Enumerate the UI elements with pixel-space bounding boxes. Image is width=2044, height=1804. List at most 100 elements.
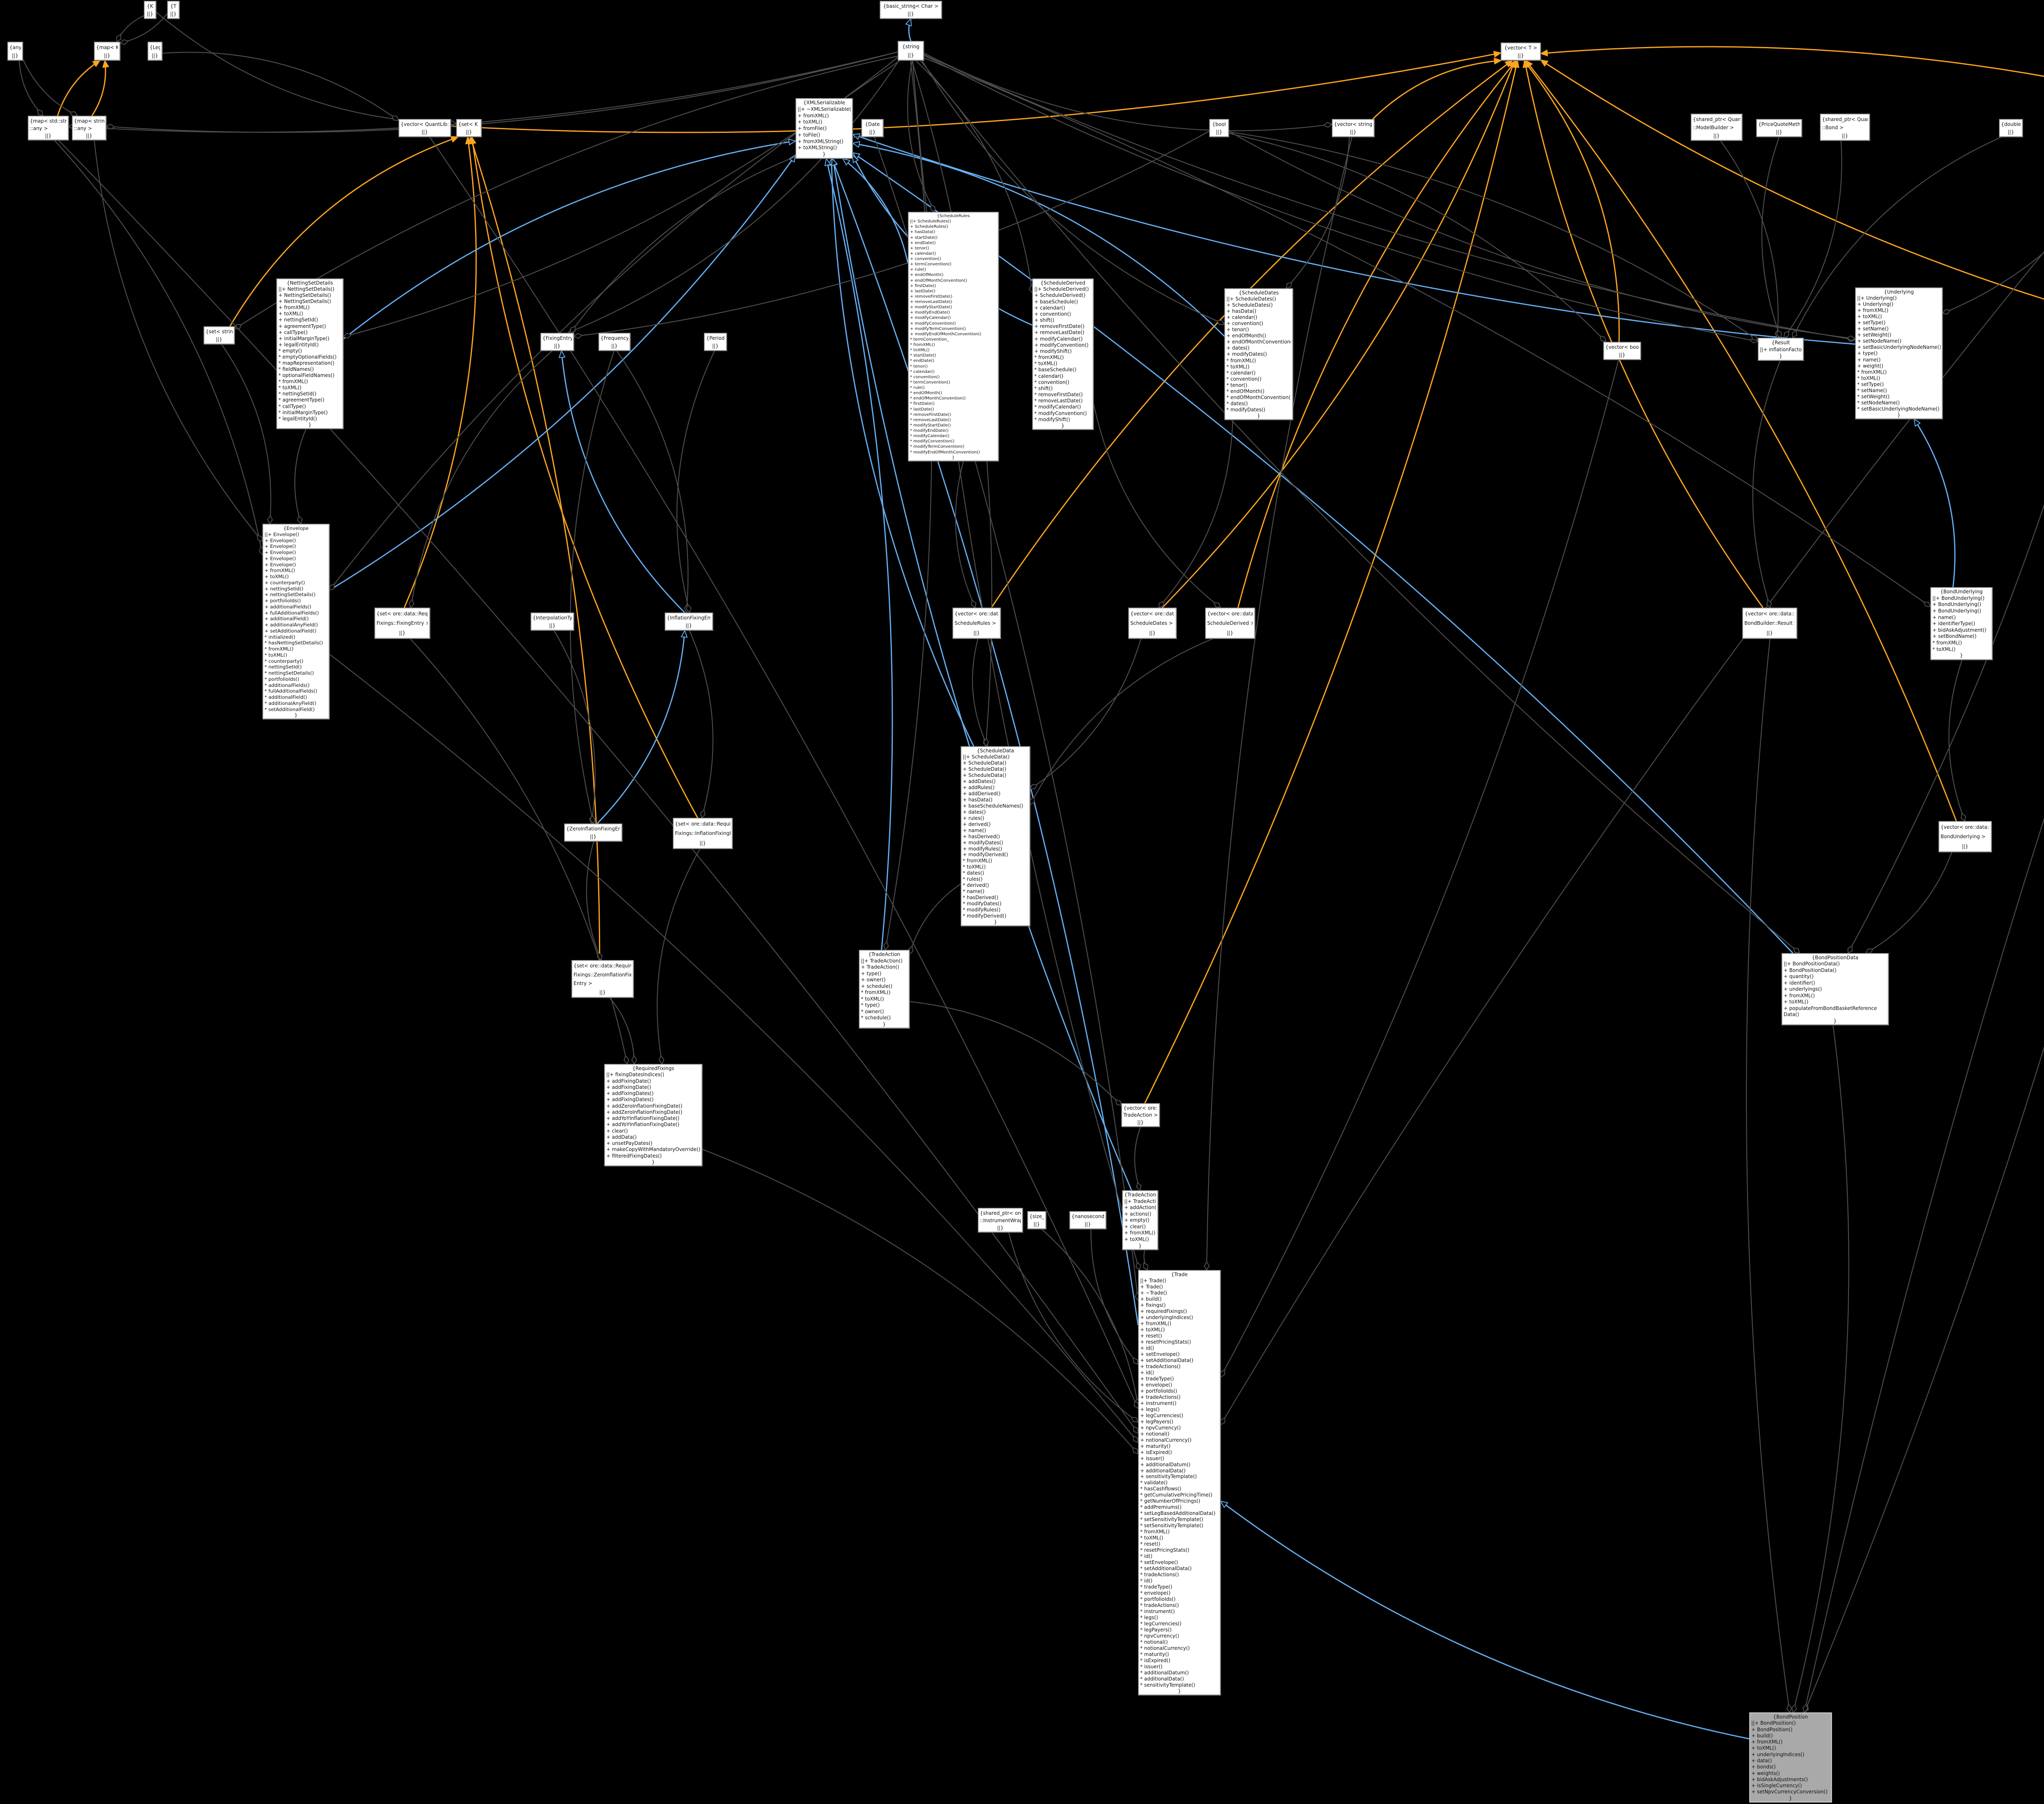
class-node-ScheduleDerived[interactable]: {ScheduleDerived||+ ScheduleDerived()+ S…	[1032, 278, 1094, 430]
class-node-title: ||}	[1842, 133, 1848, 139]
class-node-BondUnderlying[interactable]: {BondUnderlying||+ BondUnderlying()+ Bon…	[1930, 587, 1992, 660]
class-node-string[interactable]: {string||}	[898, 41, 924, 61]
class-node-shared_ptr_Bond[interactable]: {shared_ptr< QuantLib::Bond >||}	[1820, 114, 1870, 141]
class-node-shared_ptr_InstrumentWrapper[interactable]: {shared_ptr< ore::data::InstrumentWrappe…	[978, 1208, 1023, 1232]
class-node-title: ||}	[599, 989, 606, 995]
class-node-map_KT[interactable]: {map< K, T >||}	[94, 42, 120, 61]
class-node-BondPosition[interactable]: {BondPosition||+ BondPosition()+ BondPos…	[1749, 1712, 1832, 1802]
class-node-set_FixingEntry[interactable]: {set< ore::data::RequiredFixings::Fixing…	[374, 608, 430, 639]
class-member: * getCumulativePricingTime()	[1140, 1492, 1213, 1498]
class-member: + initialMarginType()	[278, 335, 329, 341]
class-node-vector_ScheduleDerived[interactable]: {vector< ore::data::ScheduleDerived >||}	[1205, 608, 1255, 639]
class-node-Trade[interactable]: {Trade||+ Trade()+ Trade()+ ~Trade()+ bu…	[1138, 1270, 1221, 1695]
class-node-ScheduleData[interactable]: {ScheduleData||+ ScheduleData()+ Schedul…	[961, 746, 1030, 926]
class-member: * derived()	[963, 882, 989, 889]
class-node-set_InflationFixingEntry[interactable]: {set< ore::data::RequiredFixings::Inflat…	[673, 818, 733, 849]
aggregation-diamond	[119, 39, 129, 45]
class-node-InterpolationType[interactable]: {InterpolationType||}	[531, 613, 574, 631]
class-node-Period[interactable]: {Period||}	[704, 333, 727, 351]
inheritance-arrowhead	[852, 141, 861, 148]
class-node-set_string[interactable]: {set< string >||}	[204, 326, 235, 344]
class-node-vector_QLLeg[interactable]: {vector< QuantLib::Leg >||}	[399, 119, 451, 137]
class-member: * addPremiums()	[1140, 1504, 1182, 1510]
class-node-TradeAction[interactable]: {TradeAction||+ TradeAction()+ TradeActi…	[859, 950, 910, 1028]
class-node-title: {vector< QuantLib::Leg >	[401, 121, 449, 127]
class-node-vector_BondBuilderResult[interactable]: {vector< ore::data::BondBuilder::Result …	[1742, 608, 1797, 639]
class-member: + rules()	[963, 815, 984, 821]
edge-inheritance	[852, 142, 1225, 337]
class-node-title: ||}	[869, 129, 876, 135]
class-member: * modifyTermConvention()	[910, 444, 965, 449]
class-node-Frequency[interactable]: {Frequency||}	[598, 333, 630, 351]
class-member: + removeLastDate()	[910, 300, 953, 304]
aggregation-diamond	[1132, 1447, 1139, 1454]
class-node-FixingEntry[interactable]: {FixingEntry||}	[540, 333, 574, 351]
class-node-ScheduleDates[interactable]: {ScheduleDates||+ ScheduleDates()+ Sched…	[1224, 288, 1293, 420]
class-node-Leg[interactable]: {Leg||}	[148, 42, 162, 61]
class-member: + BondUnderlying()	[1932, 608, 1981, 614]
class-node-TradeActions[interactable]: {TradeActions||+ TradeActions()+ addActi…	[1122, 1190, 1158, 1250]
class-node-map_string_any[interactable]: {map< string, boost::any >||}	[72, 116, 106, 140]
edge-template	[471, 137, 698, 818]
class-node-vector_ScheduleDates[interactable]: {vector< ore::data::ScheduleDates >||}	[1128, 608, 1177, 639]
class-node-vector_bool[interactable]: {vector< bool >||}	[1603, 342, 1641, 360]
class-member: + ScheduleData()	[963, 772, 1006, 778]
class-node-title: }	[1257, 413, 1260, 419]
class-node-Envelope[interactable]: {Envelope||+ Envelope()+ Envelope()+ Env…	[262, 524, 329, 719]
class-member: * toXML()	[910, 348, 930, 353]
edge-usage	[1158, 420, 1233, 608]
class-node-nanosecond_type[interactable]: {nanosecond_type||}	[1069, 1211, 1106, 1229]
class-member: * initialMarginType()	[278, 409, 328, 415]
class-node-BondPositionData[interactable]: {BondPositionData||+ BondPositionData()+…	[1782, 953, 1889, 1025]
aggregation-diamond	[1766, 599, 1772, 608]
class-node-vector_string[interactable]: {vector< string >||}	[1332, 119, 1374, 137]
class-node-T[interactable]: {T||}	[167, 1, 179, 19]
class-node-ScheduleRules[interactable]: {ScheduleRules||+ ScheduleRules()+ Sched…	[908, 212, 999, 461]
class-node-title: {vector< ore::data::	[1744, 611, 1795, 617]
edge-inheritance	[843, 158, 909, 264]
edge-usage	[1792, 136, 2002, 338]
class-node-vector_BondUnderlying[interactable]: {vector< ore::data::BondUnderlying >||}	[1939, 821, 1992, 852]
edge-usage	[1784, 140, 1842, 338]
class-member: + additionalAnyField()	[264, 622, 318, 628]
class-node-PriceQuoteMethod[interactable]: {PriceQuoteMethod||}	[1756, 119, 1802, 137]
class-member: * fromXML()	[1140, 1529, 1170, 1535]
edge-usage	[1804, 1046, 2044, 1713]
class-node-bool[interactable]: {bool||}	[1209, 119, 1229, 137]
class-member: * setEnvelope()	[1140, 1559, 1178, 1566]
class-node-shared_ptr_ModelBuilder[interactable]: {shared_ptr< QuantExt::ModelBuilder >||}	[1691, 114, 1742, 141]
class-member: + populateFromBondBasketReference	[1784, 1005, 1877, 1011]
class-node-double[interactable]: {double||}	[1999, 119, 2023, 137]
edge-usage	[1206, 137, 1353, 1270]
class-node-Date[interactable]: {Date||}	[861, 119, 883, 137]
class-member: + Envelope()	[264, 550, 296, 555]
class-node-size_t[interactable]: {size_t||}	[1027, 1211, 1046, 1229]
class-node-Underlying[interactable]: {Underlying||+ Underlying()+ Underlying(…	[1855, 287, 1943, 419]
class-node-XMLSerializable[interactable]: {XMLSerializable||+ ~XMLSerializable()+ …	[796, 98, 853, 159]
class-node-ZeroInflationFixingEntry[interactable]: {ZeroInflationFixingEntry||}	[564, 823, 622, 841]
class-member: * setName()	[1857, 387, 1887, 393]
class-node-vector_T[interactable]: {vector< T >||}	[1501, 43, 1541, 61]
class-node-map_std_string_any[interactable]: {map< std::string, boost::any >||}	[28, 116, 69, 140]
class-node-vector_TradeAction[interactable]: {vector< ore::data::TradeAction >||}	[1121, 1103, 1160, 1127]
class-node-RequiredFixings[interactable]: {RequiredFixings||+ fixingDatesIndices()…	[604, 1064, 702, 1166]
aggregation-diamond	[631, 1055, 637, 1065]
class-node-basic_string[interactable]: {basic_string< Char >||}	[880, 1, 942, 19]
class-node-title: {Leg	[150, 45, 160, 50]
class-member: + setNodeName()	[1857, 338, 1902, 344]
class-node-vector_ScheduleRules[interactable]: {vector< ore::data::ScheduleRules >||}	[953, 608, 1001, 639]
class-member: + fromXML()	[1140, 1320, 1172, 1326]
template-arrowhead	[1540, 59, 1549, 67]
class-member: * modifyCalendar()	[1034, 404, 1081, 410]
class-node-K[interactable]: {K||}	[144, 1, 156, 19]
class-member: Fixings::InflationFixingEntry >	[675, 830, 731, 837]
class-node-InflationFixingEntry[interactable]: {InflationFixingEntry||}	[665, 613, 713, 631]
class-member: + addRules()	[963, 784, 995, 790]
class-node-Result[interactable]: {Result||+ inflationFactor()}	[1758, 338, 1804, 361]
class-member: + issuer()	[1140, 1455, 1164, 1461]
class-node-NettingSetDetails[interactable]: {NettingSetDetails||+ NettingSetDetails(…	[276, 278, 343, 429]
class-node-set_K[interactable]: {set< K >||}	[456, 119, 482, 137]
class-node-any[interactable]: {any||}	[7, 42, 23, 61]
class-member: + quantity()	[1784, 974, 1814, 980]
